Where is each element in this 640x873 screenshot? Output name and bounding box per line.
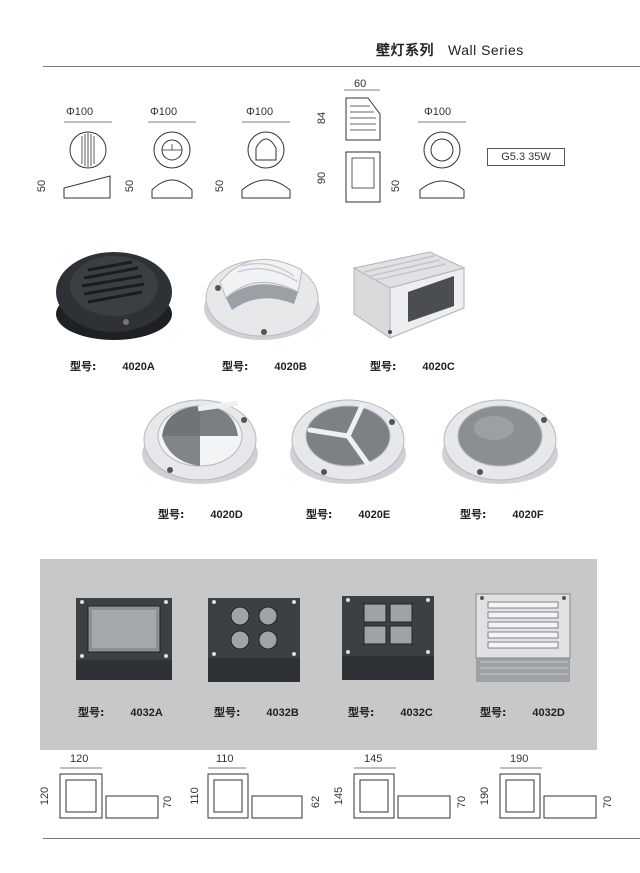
drawing-4032b: [207, 767, 303, 819]
spec-label: G5.3 35W: [487, 148, 565, 166]
title-english: Wall Series: [448, 42, 524, 58]
product-4032c-image: [342, 596, 434, 680]
dim-width-4: 60: [354, 78, 367, 90]
dim-height-b1: 120: [39, 786, 52, 806]
dim-diameter-5: Φ100: [424, 106, 452, 118]
drawing-4020c-front: [241, 121, 291, 199]
dim-height-5: 50: [390, 179, 403, 193]
drawing-step-light: [344, 89, 381, 203]
model-label-4020a: 型号:4020A: [70, 360, 155, 373]
dim-diameter-2: Φ100: [150, 106, 178, 118]
model-label-4032c: 型号:4032C: [348, 706, 433, 719]
model-label-4032d: 型号:4032D: [480, 706, 565, 719]
dim-depth-b1: 70: [162, 795, 175, 809]
dim-height-3: 50: [214, 179, 227, 193]
dim-width-b4: 190: [510, 753, 529, 765]
product-4020a-image: [56, 252, 172, 340]
drawing-4032c: [353, 767, 451, 819]
model-label-4020c: 型号:4020C: [370, 360, 455, 373]
product-4032d-image: [475, 593, 571, 682]
dim-width-b3: 145: [364, 753, 383, 765]
product-4020d-image: [142, 399, 258, 484]
dim-diameter-1: Φ100: [66, 106, 94, 118]
model-label-4020e: 型号:4020E: [306, 508, 391, 521]
product-4020b-image: [204, 258, 320, 340]
dim-height-b2: 110: [188, 787, 201, 805]
dim-height-2: 50: [124, 179, 137, 193]
product-4032b-image: [208, 598, 300, 682]
dim-depth-b2: 62: [310, 795, 323, 809]
dim-diameter-3: Φ100: [246, 106, 274, 118]
model-label-4020b: 型号:4020B: [222, 360, 307, 373]
dim-height-b4: 190: [479, 786, 492, 806]
dim-height-bottom-4: 90: [316, 171, 329, 185]
dim-width-b2: 110: [216, 753, 234, 765]
dim-width-b1: 120: [70, 753, 89, 765]
model-label-4032a: 型号:4032A: [78, 706, 163, 719]
product-4020f-image: [442, 399, 558, 484]
dim-height-1: 50: [36, 179, 49, 193]
dim-depth-b4: 70: [602, 795, 615, 809]
header-divider: [43, 66, 640, 67]
product-4020e-image: [290, 399, 406, 484]
title-chinese: 壁灯系列: [376, 43, 434, 59]
product-4032a-image: [76, 598, 172, 680]
drawing-4020b-front: [148, 121, 196, 199]
product-4020c-image: [352, 251, 466, 339]
drawing-4032d: [499, 767, 597, 819]
drawing-4020a-front: [63, 121, 112, 199]
footer-divider: [43, 838, 640, 839]
model-label-4020f: 型号:4020F: [460, 508, 544, 521]
dim-depth-b3: 70: [456, 795, 469, 809]
dim-height-b3: 145: [333, 786, 346, 806]
drawing-4032a: [59, 767, 159, 819]
model-label-4020d: 型号:4020D: [158, 508, 243, 521]
page-title: 壁灯系列 Wall Series: [376, 40, 524, 60]
dim-height-top-4: 84: [316, 111, 329, 125]
drawing-4020f-front: [418, 121, 466, 199]
model-label-4032b: 型号:4032B: [214, 706, 299, 719]
